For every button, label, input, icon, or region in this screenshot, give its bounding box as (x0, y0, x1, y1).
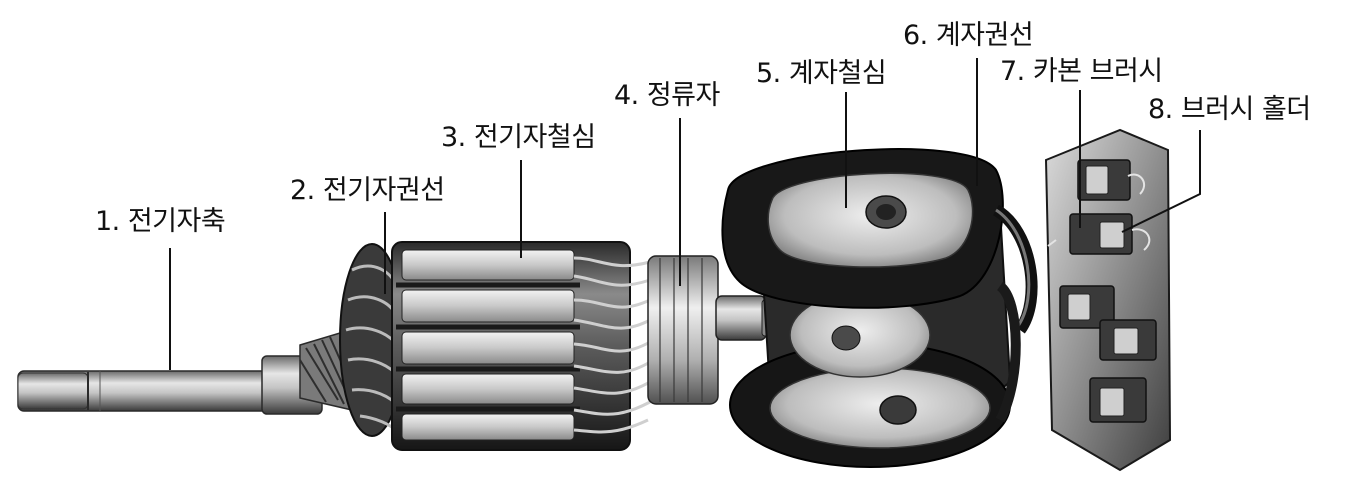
label-field-winding: 6. 계자권선 (903, 20, 1034, 51)
label-commutator: 4. 정류자 (614, 80, 720, 111)
armature-core-laminations (401, 249, 575, 441)
label-shaft: 1. 전기자축 (95, 206, 226, 237)
leader-lines (169, 58, 1201, 370)
carbon-brushes (1067, 165, 1139, 417)
armature-leads (573, 256, 651, 434)
armature (339, 241, 651, 451)
label-armature-winding: 2. 전기자권선 (290, 175, 445, 206)
label-brush-holder: 8. 브러시 홀더 (1148, 94, 1311, 125)
field-assembly (721, 148, 1038, 468)
label-field-core: 5. 계자철심 (756, 58, 887, 89)
brush-holder-assembly (1044, 128, 1172, 472)
label-armature-core: 3. 전기자철심 (441, 122, 596, 153)
armature-shaft (17, 328, 353, 415)
leader-brush-holder (1121, 130, 1201, 233)
label-carbon-brush: 7. 카본 브러시 (1000, 56, 1163, 87)
